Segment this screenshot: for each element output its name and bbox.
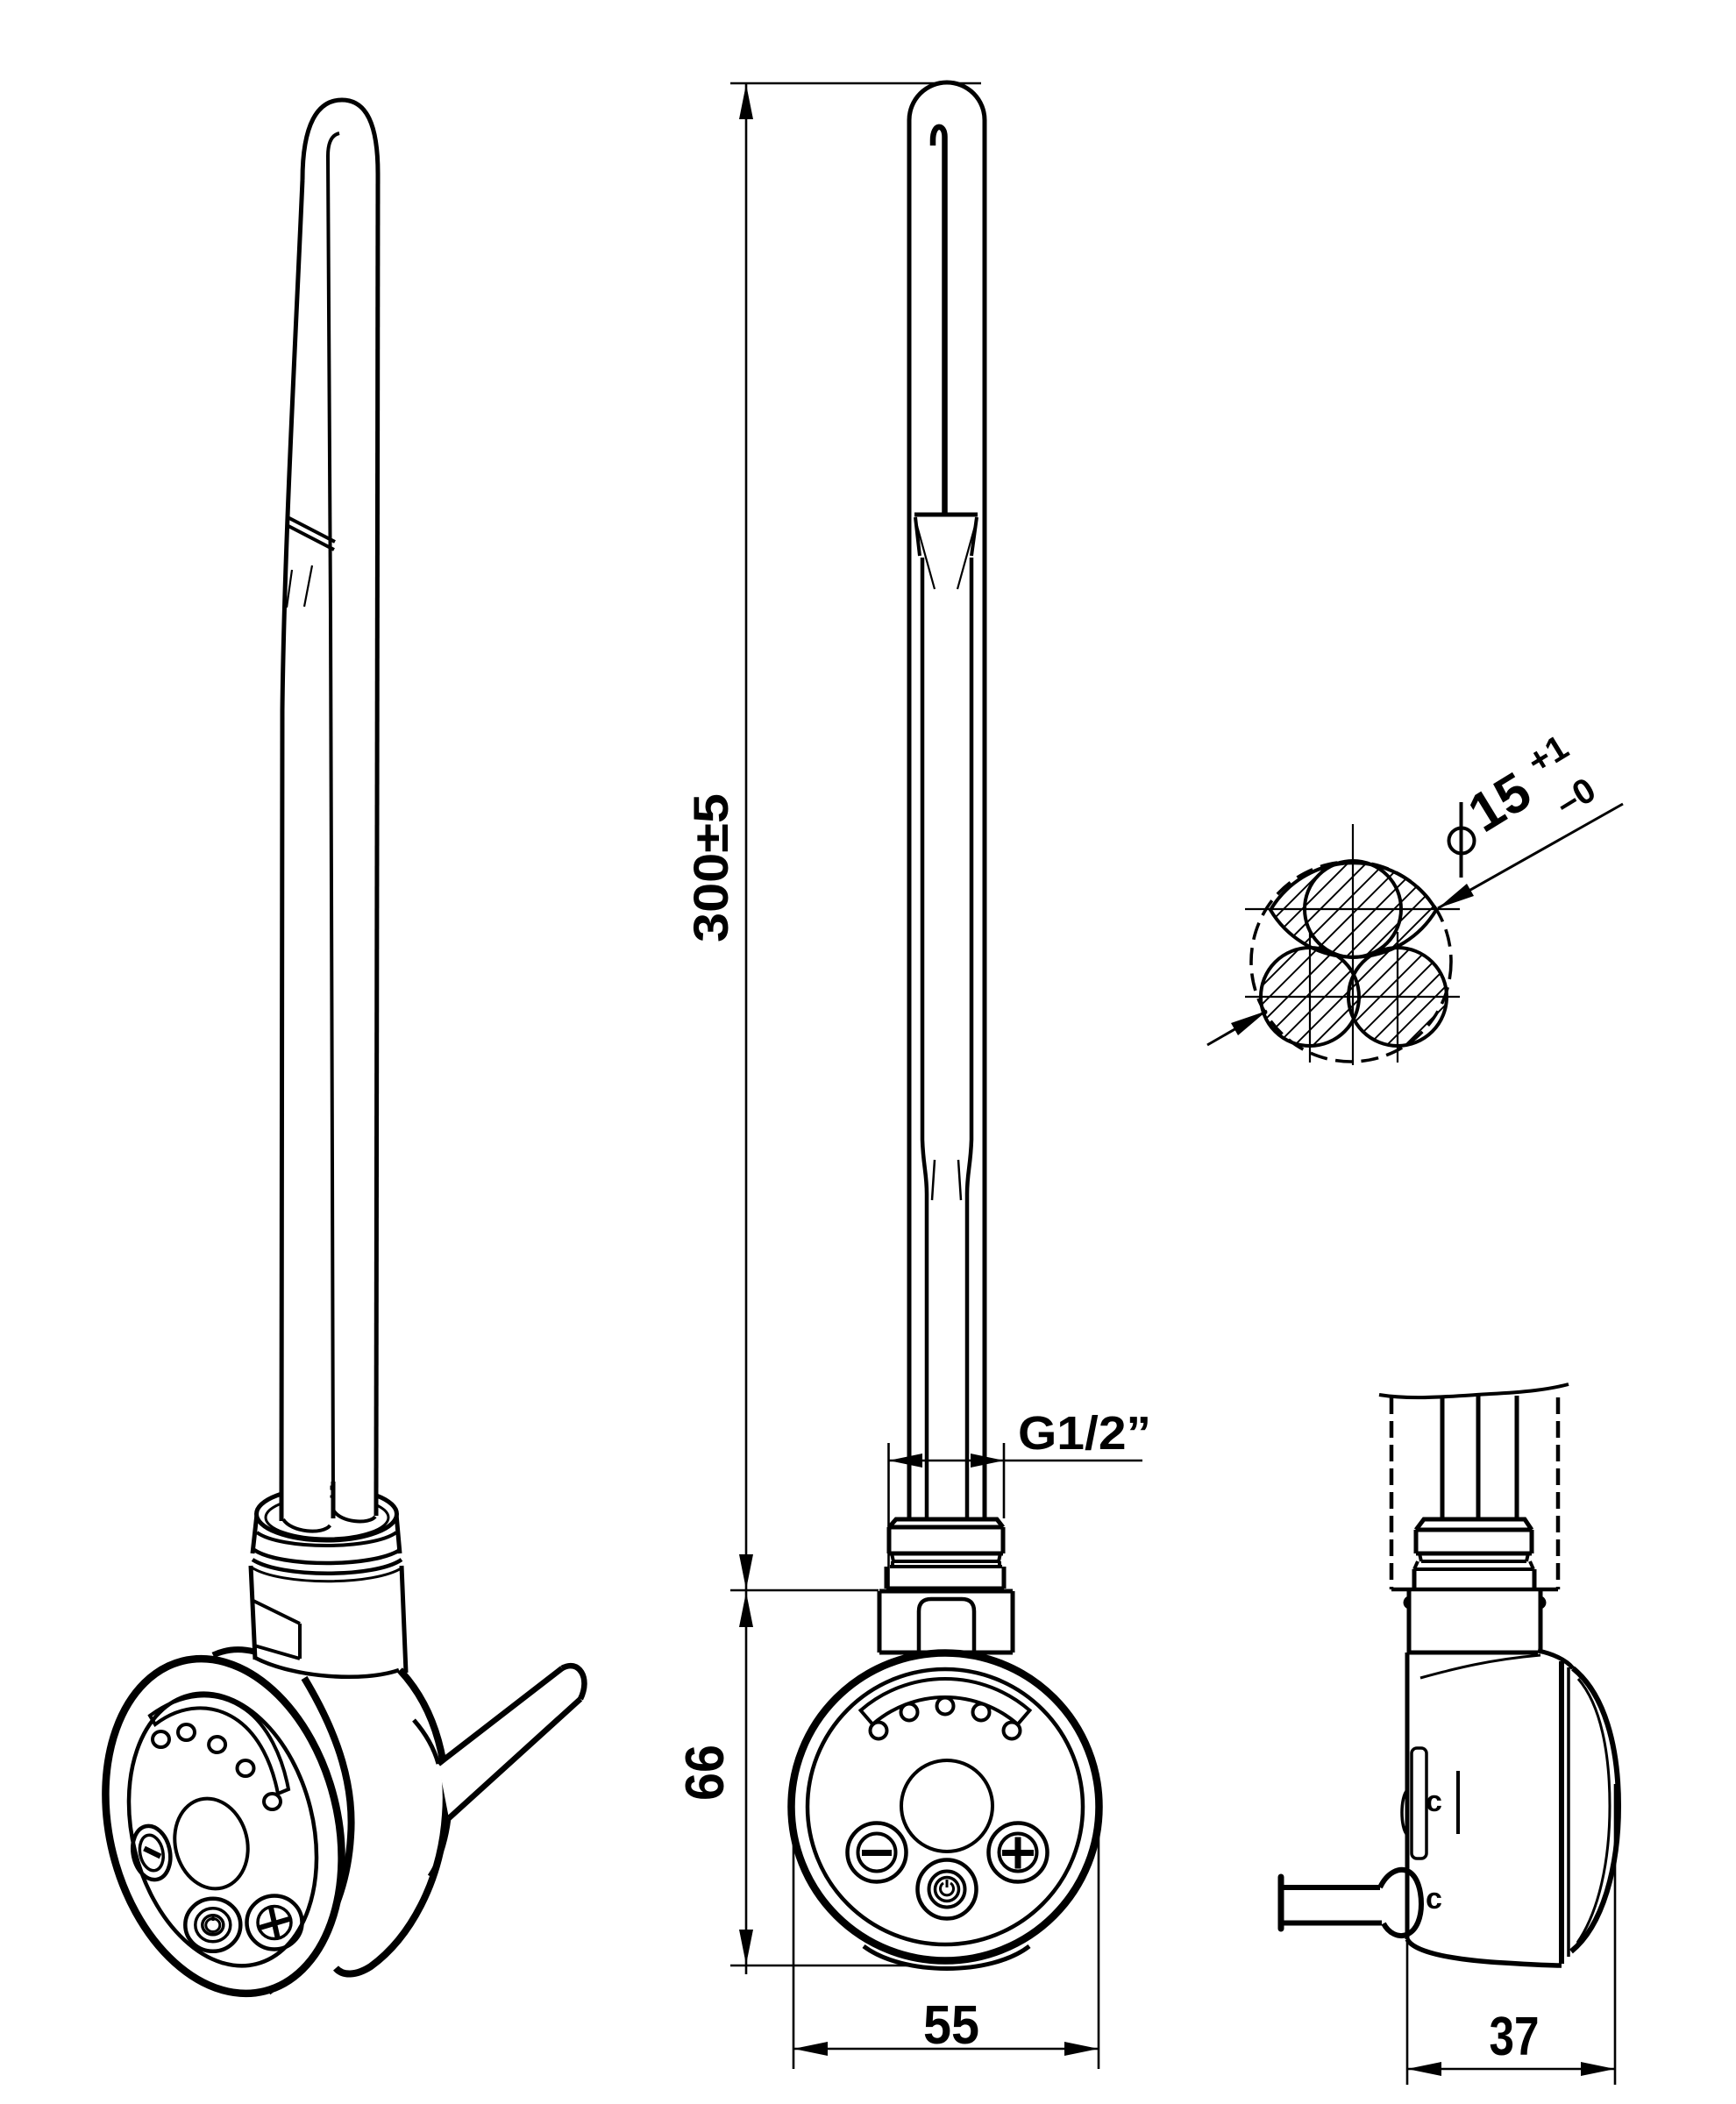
svg-text:55: 55 (923, 1995, 979, 2056)
svg-text:G1/2”: G1/2” (1018, 1407, 1151, 1460)
svg-text:c: c (1426, 1882, 1442, 1916)
svg-text:37: 37 (1490, 2007, 1540, 2067)
svg-text:300±5: 300±5 (683, 793, 738, 942)
svg-text:c: c (1426, 1785, 1442, 1818)
svg-text:66: 66 (675, 1745, 736, 1801)
